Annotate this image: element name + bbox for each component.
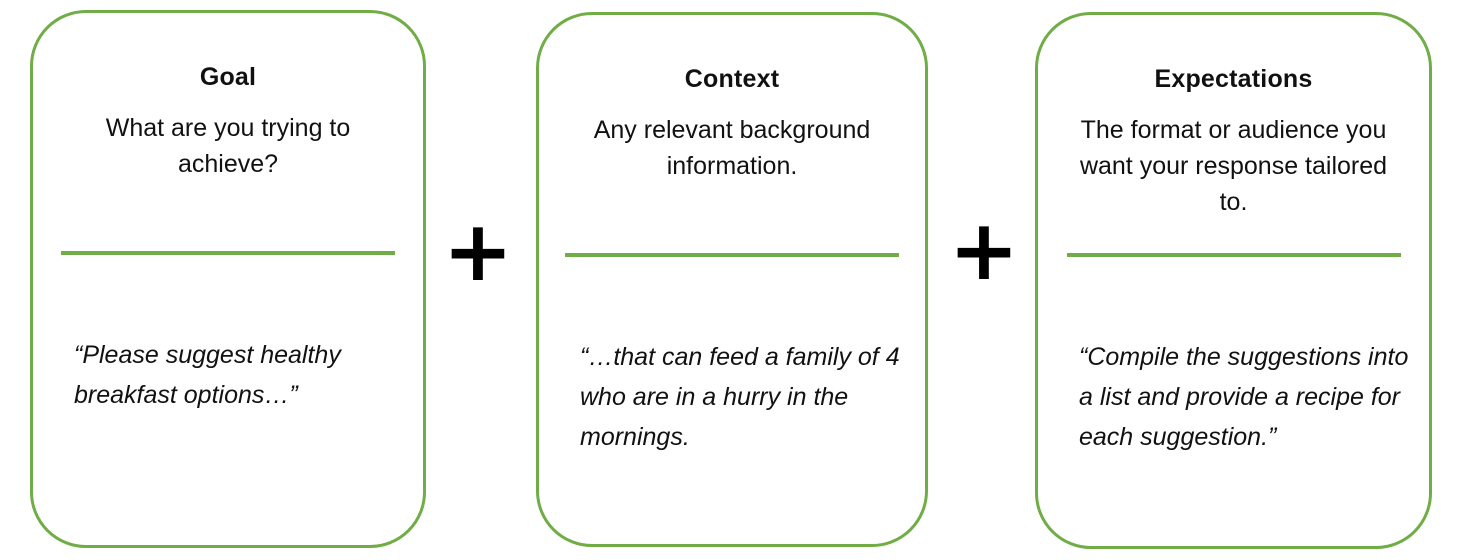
card-expectations-title: Expectations — [1154, 65, 1313, 93]
card-goal: Goal What are you trying to achieve? “Pl… — [30, 10, 426, 548]
card-expectations: Expectations The format or audience you … — [1035, 12, 1432, 549]
card-goal-description: What are you trying to achieve? — [105, 114, 351, 178]
plus-icon: + — [442, 202, 514, 300]
card-context-title: Context — [684, 65, 780, 93]
card-context-quote: “…that can feed a family of 4 who are in… — [580, 343, 900, 451]
card-context-divider — [565, 253, 899, 257]
card-goal-title: Goal — [199, 63, 257, 91]
plus-icon: + — [948, 201, 1020, 299]
card-expectations-description: The format or audience you want your res… — [1079, 116, 1388, 216]
card-context-description: Any relevant background information. — [593, 116, 871, 180]
card-expectations-divider — [1066, 253, 1401, 257]
card-expectations-quote: “Compile the suggestions into a list and… — [1079, 343, 1409, 451]
card-goal-quote: “Please suggest healthy breakfast option… — [74, 341, 341, 409]
card-goal-divider — [61, 251, 395, 255]
card-context: Context Any relevant background informat… — [536, 12, 928, 547]
